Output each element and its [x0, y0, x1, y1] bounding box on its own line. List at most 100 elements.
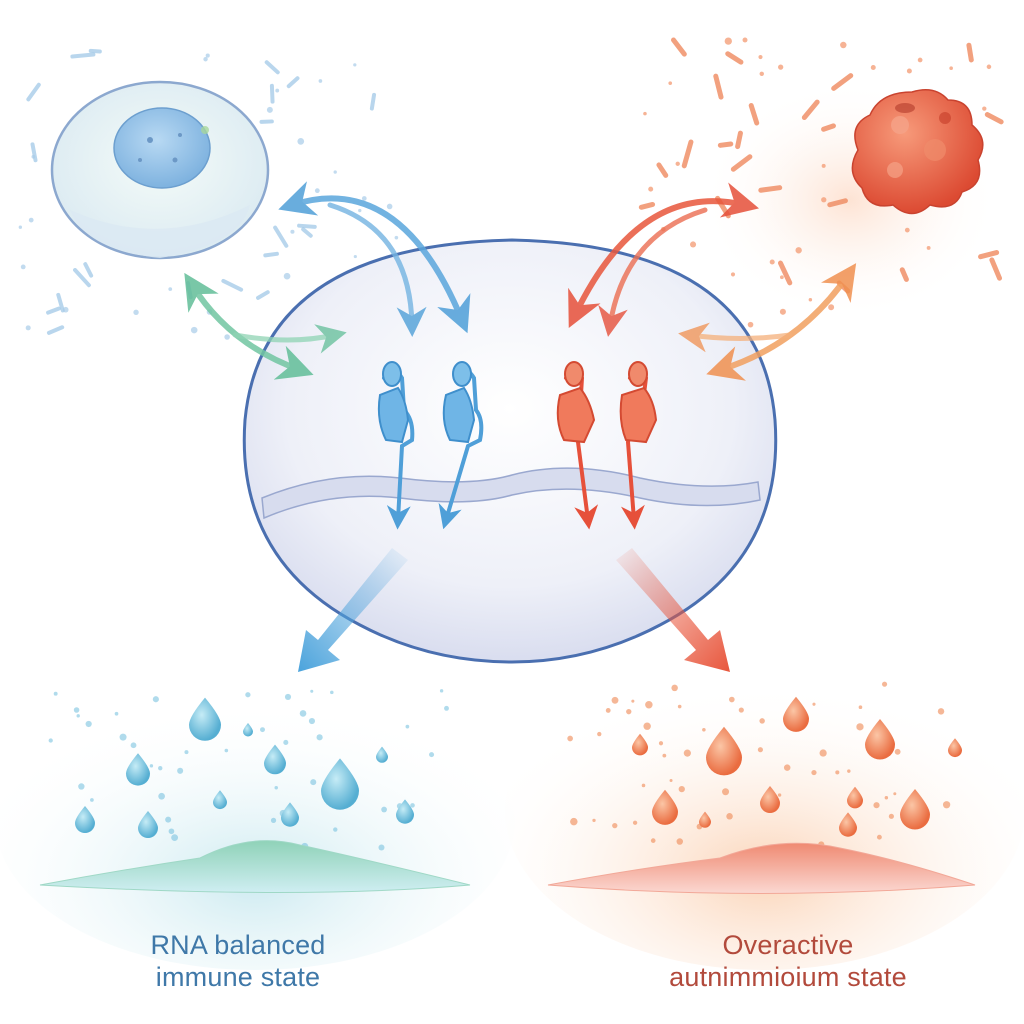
particle	[270, 817, 277, 824]
particle	[119, 733, 127, 741]
particle	[821, 163, 826, 168]
particle	[648, 186, 654, 192]
particle	[876, 834, 882, 840]
droplet	[213, 790, 227, 810]
particle	[30, 142, 38, 163]
particle	[612, 822, 618, 829]
particle	[801, 99, 820, 121]
particle	[899, 267, 909, 282]
particle	[18, 225, 23, 229]
particle	[290, 229, 295, 234]
balanced-tissue-mound	[39, 840, 471, 893]
particle	[28, 217, 34, 223]
particle	[130, 742, 137, 749]
particle	[184, 750, 189, 755]
droplet	[264, 744, 286, 775]
blue-exchange-arrow	[278, 181, 471, 334]
particle	[256, 290, 270, 300]
particle	[358, 208, 362, 213]
droplet	[281, 802, 300, 827]
droplet	[138, 811, 158, 838]
particle	[795, 247, 802, 254]
particle	[245, 692, 251, 698]
particle	[777, 793, 782, 797]
particle	[662, 753, 667, 758]
particle	[405, 724, 410, 729]
particle	[812, 702, 816, 706]
particle	[25, 325, 31, 331]
droplet	[189, 697, 221, 741]
particle	[821, 197, 827, 203]
particle	[937, 708, 945, 715]
particle	[361, 196, 367, 201]
particle	[333, 170, 337, 174]
particle	[847, 769, 851, 773]
particle	[274, 786, 278, 790]
particle	[986, 64, 992, 70]
particle	[759, 71, 764, 77]
balanced-caption-line2: immune state	[155, 962, 321, 992]
particle	[724, 37, 732, 45]
particle	[20, 264, 26, 270]
droplet	[243, 723, 253, 737]
droplet	[783, 696, 809, 732]
blue-background-glow	[0, 670, 515, 970]
particle	[982, 106, 987, 111]
overactive-tissue-mound	[547, 842, 976, 894]
particle	[429, 752, 435, 758]
particle	[888, 813, 894, 819]
particle	[725, 51, 744, 65]
particle	[26, 82, 41, 102]
droplet	[396, 799, 414, 824]
membrane-wave	[261, 467, 761, 520]
droplet	[900, 789, 930, 830]
particle	[942, 801, 951, 809]
droplet	[75, 806, 95, 833]
particle	[439, 689, 444, 693]
particle	[748, 103, 760, 126]
overactive-state-caption: Overactive autnimmioium state	[618, 929, 958, 993]
particle	[658, 741, 664, 746]
particle	[310, 779, 317, 786]
particle	[989, 257, 1003, 281]
particle	[171, 834, 179, 842]
particle	[46, 306, 61, 315]
particle	[730, 272, 736, 277]
particle	[269, 83, 275, 104]
particle	[778, 64, 784, 70]
particle	[735, 130, 743, 150]
particle	[827, 198, 848, 208]
particle	[266, 106, 273, 113]
particle	[722, 788, 730, 796]
particle	[165, 816, 172, 823]
particle	[681, 139, 694, 169]
particle	[870, 64, 876, 70]
particle	[966, 42, 974, 63]
particle	[984, 112, 1004, 125]
particle	[275, 88, 280, 93]
droplet	[699, 811, 711, 828]
particle	[597, 731, 602, 737]
particle	[168, 828, 175, 835]
particle	[381, 806, 387, 813]
particle	[643, 722, 651, 730]
particle	[78, 783, 85, 790]
particle	[611, 696, 619, 704]
particle	[85, 720, 92, 728]
particle	[831, 73, 854, 91]
particle	[728, 696, 735, 703]
droplet	[865, 719, 895, 760]
droplet	[376, 746, 388, 763]
particle	[353, 63, 357, 67]
overactive-caption-line2: autnimmioium state	[669, 962, 907, 992]
particle	[168, 287, 173, 291]
particle	[133, 309, 139, 316]
particle	[758, 185, 783, 193]
particle	[645, 701, 653, 709]
particle	[675, 161, 680, 166]
particle	[299, 710, 307, 717]
healthy-cell-icon	[50, 80, 270, 260]
particle	[149, 764, 154, 768]
particle	[671, 684, 678, 692]
